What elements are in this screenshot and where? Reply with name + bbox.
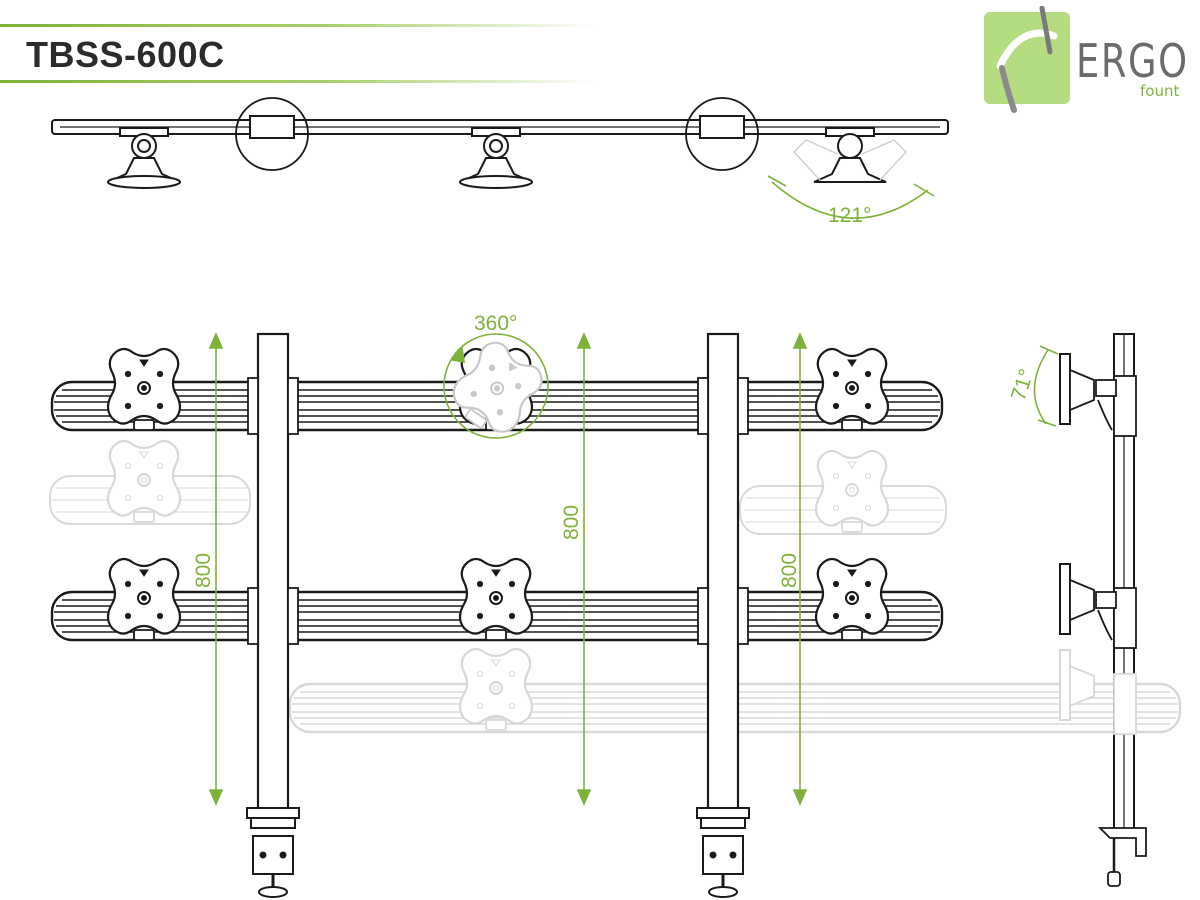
height-dimension-center <box>576 331 592 807</box>
model-title: TBSS-600C <box>26 34 225 75</box>
swivel-angle-arc <box>767 175 935 219</box>
side-view-ghost <box>1059 649 1137 735</box>
height-dimension-left <box>208 331 224 807</box>
title-rule-top <box>0 24 600 27</box>
tilt-angle-label: 71° <box>1007 366 1039 403</box>
height-label-right: 800 <box>778 553 801 588</box>
height-label-left: 800 <box>192 553 215 588</box>
height-dimension-right <box>792 331 808 807</box>
logo-subtitle: fount <box>1140 82 1180 100</box>
logo-wordmark: ERGO <box>1076 34 1189 88</box>
left-pole <box>245 332 301 899</box>
ergofount-logo-mark <box>984 6 1070 113</box>
rotation-angle-label: 360° <box>474 312 517 335</box>
swivel-angle-label: 121° <box>828 204 871 227</box>
tilt-indicator <box>1033 345 1059 427</box>
height-label-center: 800 <box>560 505 583 540</box>
title-rule-bottom <box>0 80 600 83</box>
right-pole <box>695 332 751 899</box>
top-view <box>51 97 949 189</box>
title-bar: TBSS-600C <box>0 20 600 84</box>
rotation-indicator <box>443 333 549 439</box>
side-view <box>1059 333 1147 887</box>
ghost-upper-rail <box>49 439 947 535</box>
